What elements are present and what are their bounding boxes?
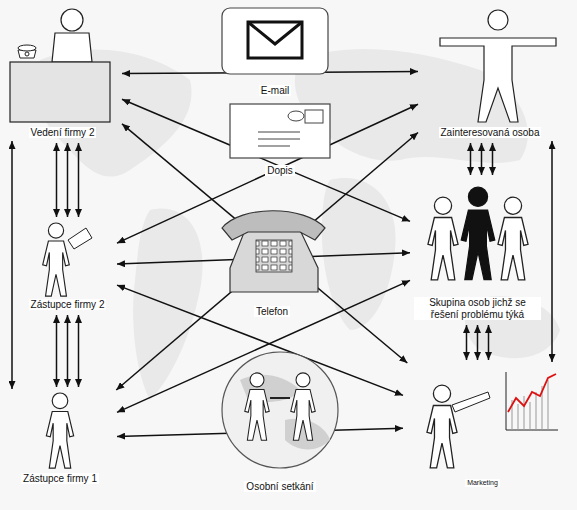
node-label: Dopis — [265, 165, 295, 177]
connector — [471, 143, 493, 175]
connector — [57, 143, 79, 217]
telephone-icon — [222, 211, 325, 292]
arrow-line — [551, 141, 553, 362]
walking-person-with-letter — [43, 223, 92, 296]
arrow-line — [67, 143, 69, 217]
arrow-line — [78, 315, 80, 387]
rep-node: Zástupce firmy 2 — [20, 222, 115, 310]
node-label: Telefon — [254, 306, 290, 318]
connector — [467, 325, 489, 360]
arrow-line — [11, 141, 13, 389]
node-label: Vedení firmy 2 — [29, 127, 97, 139]
arrow-line — [477, 325, 479, 360]
email-icon — [222, 8, 328, 74]
connector — [117, 104, 418, 243]
marketing-figure-chart — [427, 372, 558, 468]
letter-icon — [230, 104, 330, 158]
arrow-line — [56, 315, 58, 387]
node-label: Osobní setkání — [244, 481, 315, 493]
node-label: Zástupce firmy 1 — [21, 473, 99, 485]
arrow-line — [117, 104, 418, 243]
rep-node: Zástupce firmy 1 — [5, 392, 115, 484]
arrow-line — [56, 143, 58, 217]
channel-node: Osobní setkání — [220, 340, 340, 492]
arrow-line — [116, 132, 418, 390]
connector — [57, 315, 79, 387]
person-node: Zainteresovaná osoba — [420, 4, 560, 138]
channel-node: Dopis — [228, 104, 332, 176]
marketing-node: Marketing — [405, 365, 560, 487]
node-label: Skupina osob jichž se řešení problému tý… — [414, 297, 541, 320]
arrow-line — [67, 315, 69, 387]
node-label: Zainteresovaná osoba — [439, 127, 542, 139]
node-label: Zástupce firmy 2 — [29, 299, 107, 311]
management-node: Vedení firmy 2 — [5, 10, 120, 138]
arrow-line — [78, 143, 80, 217]
connector — [116, 132, 418, 390]
node-label: Marketing — [465, 479, 500, 487]
connector — [552, 141, 553, 362]
arrow-line — [466, 325, 468, 360]
connector — [12, 141, 13, 389]
arrow-line — [481, 143, 483, 175]
standing-person — [46, 393, 73, 468]
globe-meeting-icon — [222, 352, 338, 468]
connector — [122, 124, 407, 363]
arms-out-person — [440, 10, 556, 122]
arrow-line — [488, 325, 490, 360]
arrow-line — [122, 124, 407, 363]
arrow-line — [470, 143, 472, 175]
channel-node: Telefon — [212, 205, 332, 317]
desk-figure — [10, 9, 110, 122]
node-label: E-mail — [259, 85, 291, 97]
channel-node: E-mail — [222, 8, 328, 96]
group-of-people — [428, 187, 528, 280]
arrow-line — [492, 143, 494, 175]
group-node: Skupina osob jichž se řešení problému tý… — [412, 180, 543, 320]
